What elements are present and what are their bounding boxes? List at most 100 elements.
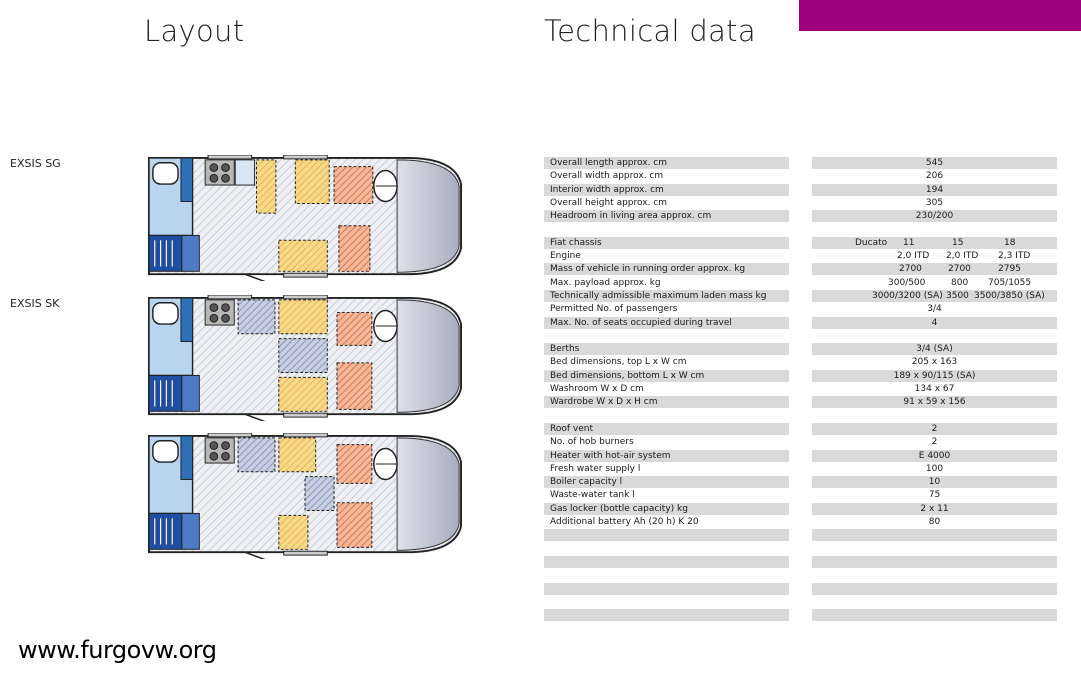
value-cell: 230/200: [915, 211, 954, 222]
table-row: Additional battery Ah (20 h) K 20 80: [544, 516, 1057, 529]
table-row: [544, 582, 1057, 596]
value-cell: 3500/3850 (SA): [974, 290, 1045, 301]
row-label: Overall width approx. cm: [550, 171, 664, 182]
value-cell: 2,3 ITD: [998, 251, 1031, 262]
row-value: 91 x 59 x 156: [812, 396, 1057, 409]
row-value: 3/4: [812, 303, 1057, 315]
table-row: [544, 529, 1057, 542]
table-row: Gas locker (bottle capacity) kg 2 x 11: [544, 502, 1057, 516]
row-label: [544, 622, 789, 634]
value-cell: 205 x 163: [911, 357, 958, 368]
accent-bar: [799, 0, 1081, 31]
table-row: [544, 569, 1057, 582]
row-label: Interior width approx. cm: [544, 183, 789, 196]
row-value: 80: [812, 516, 1057, 528]
model-label-sk: EXSIS SK: [10, 297, 60, 310]
row-label: Overall length approx. cm: [544, 157, 789, 169]
row-value: 2,0 ITD 2,0 ITD 2,3 ITD: [812, 250, 1057, 262]
row-label: [544, 410, 789, 422]
table-row: Technically admissible maximum laden mas…: [544, 289, 1057, 303]
row-value: 2: [812, 436, 1057, 448]
value-cell: 4: [931, 317, 938, 328]
row-value: [812, 569, 1057, 581]
value-cell: 2,0 ITD: [946, 251, 979, 262]
table-row: [544, 543, 1057, 556]
row-label: [544, 330, 789, 342]
value-cell: 10: [928, 477, 941, 488]
row-label: [544, 569, 789, 581]
table-row: [544, 596, 1057, 609]
value-cell: 206: [925, 171, 944, 182]
value-cell: E 4000: [918, 450, 951, 461]
row-value: E 4000: [812, 449, 1057, 462]
row-label: Roof vent: [544, 422, 789, 435]
row-value: 4: [812, 316, 1057, 329]
row-label: Boiler capacity l: [544, 476, 789, 489]
row-label: Washroom W x D cm: [550, 384, 644, 395]
row-value: 134 x 67: [812, 383, 1057, 395]
value-cell: 15: [952, 237, 964, 248]
row-value: [812, 555, 1057, 568]
row-label: [544, 223, 789, 235]
value-cell: 705/1055: [988, 277, 1032, 288]
row-label: [544, 555, 789, 568]
table-row: Max. No. of seats occupied during travel…: [544, 316, 1057, 330]
value-cell: 75: [928, 490, 941, 501]
row-label: [544, 609, 789, 622]
table-row: Engine 2,0 ITD 2,0 ITD 2,3 ITD: [544, 250, 1057, 263]
value-cell: 134 x 67: [914, 384, 955, 395]
value-cell: 800: [951, 277, 969, 288]
table-row: Interior width approx. cm 194: [544, 183, 1057, 197]
row-value: [812, 622, 1057, 634]
row-value: 230/200: [812, 210, 1057, 223]
row-label: Max. No. of seats occupied during travel: [544, 316, 789, 329]
row-value: [812, 223, 1057, 235]
row-value: 100: [812, 463, 1057, 475]
value-cell: 80: [928, 517, 941, 528]
table-row: Overall length approx. cm 545: [544, 157, 1057, 170]
row-value: 3/4 (SA): [812, 343, 1057, 356]
row-value: 10: [812, 476, 1057, 489]
row-value: 545: [812, 157, 1057, 169]
row-label: Bed dimensions, bottom L x W cm: [544, 369, 789, 382]
row-value: 205 x 163: [812, 356, 1057, 368]
table-row: [544, 555, 1057, 569]
row-value: 2: [812, 422, 1057, 435]
row-label: Bed dimensions, top L x W cm: [550, 357, 687, 368]
value-cell: 305: [925, 197, 944, 208]
value-cell: 2: [931, 423, 938, 434]
table-row: [544, 330, 1057, 343]
row-value: [812, 529, 1057, 542]
row-label: [544, 596, 789, 608]
row-label: Gas locker (bottle capacity) kg: [544, 502, 789, 515]
value-cell: 2795: [998, 264, 1021, 275]
value-cell: 2 x 11: [920, 503, 949, 514]
row-label: Technically admissible maximum laden mas…: [544, 289, 789, 302]
floor-plan-exsis-sg: [147, 155, 463, 281]
table-row: [544, 223, 1057, 236]
table-row: Washroom W x D cm 134 x 67: [544, 383, 1057, 396]
row-value: 305: [812, 197, 1057, 209]
row-label: Engine: [550, 251, 581, 262]
row-value: [812, 582, 1057, 595]
value-cell: 2: [931, 437, 938, 448]
table-row: Mass of vehicle in running order approx.…: [544, 263, 1057, 276]
table-row: Bed dimensions, top L x W cm 205 x 163: [544, 356, 1057, 369]
value-cell: 2,0 ITD: [897, 251, 930, 262]
row-label: Berths: [544, 343, 789, 356]
value-cell: 545: [925, 158, 944, 168]
row-value: [812, 596, 1057, 608]
table-row: Berths 3/4 (SA): [544, 343, 1057, 356]
row-label: Additional battery Ah (20 h) K 20: [550, 517, 699, 528]
row-value: 194: [812, 183, 1057, 196]
value-cell: 2700: [899, 264, 922, 275]
floor-plan-exsis-third: [147, 433, 463, 559]
